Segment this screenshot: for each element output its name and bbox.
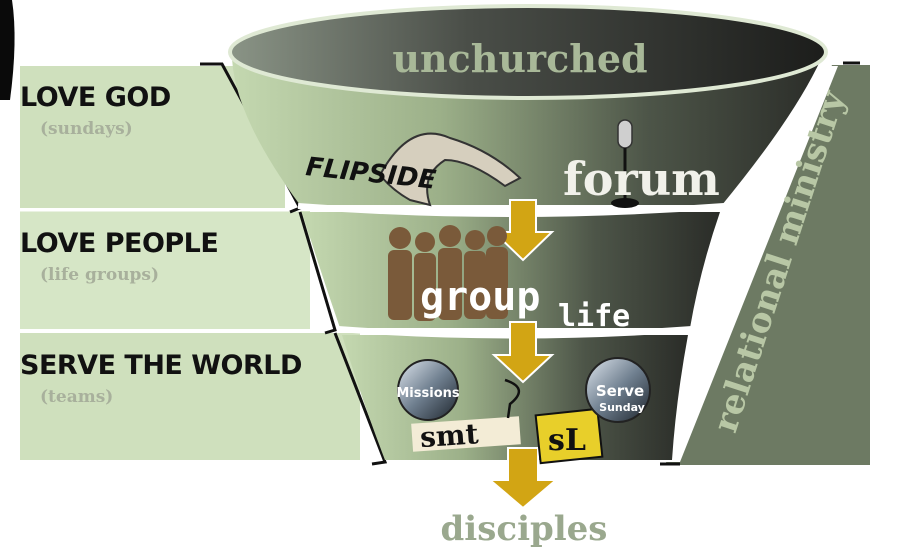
level-serve-the-world: SERVE THE WORLD (teams) bbox=[20, 352, 360, 406]
forum-logo: forum bbox=[563, 119, 720, 208]
level-subtitle: (teams) bbox=[40, 387, 114, 407]
city-globe-icon bbox=[585, 357, 651, 423]
people-silhouettes-icon bbox=[388, 225, 508, 321]
left-edge-decor bbox=[0, 0, 15, 100]
level-title: SERVE THE WORLD bbox=[20, 350, 302, 381]
missions-logo: Missions bbox=[396, 359, 460, 421]
down-arrow-3 bbox=[487, 447, 559, 510]
smt-logo: smt bbox=[411, 378, 521, 454]
level-subtitle: (life groups) bbox=[40, 265, 160, 285]
level-love-god: LOVE GOD (sundays) bbox=[20, 84, 280, 138]
arrows bbox=[487, 199, 559, 510]
bracket-line-3 bbox=[333, 332, 388, 466]
unchurched-label: unchurched bbox=[392, 36, 647, 81]
sl-text: sL bbox=[548, 423, 586, 458]
level-love-people: LOVE PEOPLE (life groups) bbox=[20, 230, 280, 284]
level-title: LOVE GOD bbox=[20, 82, 171, 113]
group-text: group bbox=[420, 274, 540, 320]
down-arrow-1 bbox=[491, 199, 555, 262]
down-arrow-2 bbox=[491, 321, 555, 384]
band-serve-world bbox=[20, 333, 360, 460]
missions-text: Missions bbox=[396, 386, 460, 401]
band-love-people bbox=[20, 211, 310, 329]
level-title: LOVE PEOPLE bbox=[20, 228, 219, 259]
life-text: life bbox=[558, 299, 630, 334]
disciples-label: disciples bbox=[441, 509, 608, 548]
microphone-icon bbox=[611, 119, 639, 208]
serve-sunday-logo: Serve Sunday bbox=[585, 357, 651, 423]
funnel-top-opening bbox=[228, 4, 828, 100]
smt-text: smt bbox=[419, 417, 480, 454]
forum-text: forum bbox=[563, 152, 720, 206]
serve-text: Serve bbox=[596, 382, 644, 400]
level-subtitle: (sundays) bbox=[40, 119, 133, 139]
sunday-text: Sunday bbox=[599, 401, 645, 414]
sl-logo: sL bbox=[534, 407, 604, 465]
bracket-line-2 bbox=[298, 211, 337, 335]
globe-icon bbox=[397, 359, 459, 421]
